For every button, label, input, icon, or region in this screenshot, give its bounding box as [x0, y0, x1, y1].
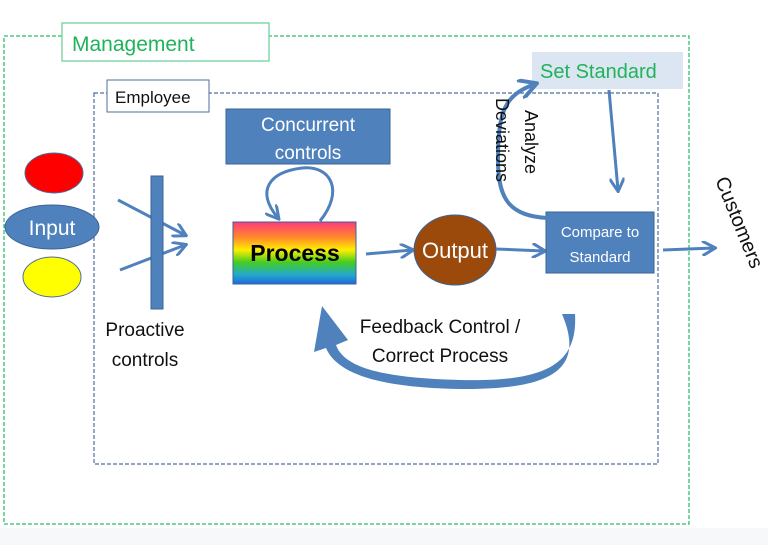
yellow-input-circle: [22, 256, 82, 298]
employee-label-box: [106, 79, 210, 113]
feedback-label-line2: Correct Process: [372, 346, 508, 367]
concurrent-controls-box: [225, 108, 391, 165]
feedback-label-line1: Feedback Control /: [360, 317, 521, 338]
proactive-label-line1: Proactive: [105, 320, 184, 341]
set-standard-box: [532, 52, 683, 89]
concurrent-label-line2: controls: [275, 143, 342, 164]
compare-to-standard-box: [545, 211, 655, 274]
output-label: Output: [422, 238, 488, 263]
analyze-label-line1: Analyze: [521, 110, 541, 174]
analyze-deviations-arrow: [495, 84, 549, 220]
red-input-circle: [24, 152, 84, 194]
proactive-label-line2: controls: [112, 350, 179, 371]
set-standard-label: Set Standard: [540, 61, 657, 83]
process-to-output-arrow: [365, 250, 412, 254]
process-label: Process: [250, 240, 340, 266]
output-to-compare-arrow: [495, 249, 544, 251]
management-label: Management: [72, 33, 195, 56]
proactive-control-bar: [150, 175, 164, 310]
process-box: [232, 221, 357, 285]
analyze-label-line2: Deviations: [492, 98, 512, 182]
employee-boundary: [93, 92, 659, 465]
management-label-box: [61, 22, 270, 62]
customers-label: Customers: [710, 174, 767, 272]
input-ellipse: [4, 204, 100, 250]
compare-label-line2: Standard: [570, 249, 631, 266]
management-boundary: [3, 35, 690, 525]
concurrent-loop-arrow: [267, 166, 335, 222]
compare-to-customers-arrow: [662, 248, 714, 250]
input-label: Input: [29, 217, 76, 240]
concurrent-label-line1: Concurrent: [261, 115, 356, 136]
standard-to-compare-arrow: [607, 89, 618, 190]
footer-bar: [0, 528, 768, 545]
employee-label: Employee: [115, 88, 191, 107]
compare-label-line1: Compare to: [561, 224, 639, 241]
